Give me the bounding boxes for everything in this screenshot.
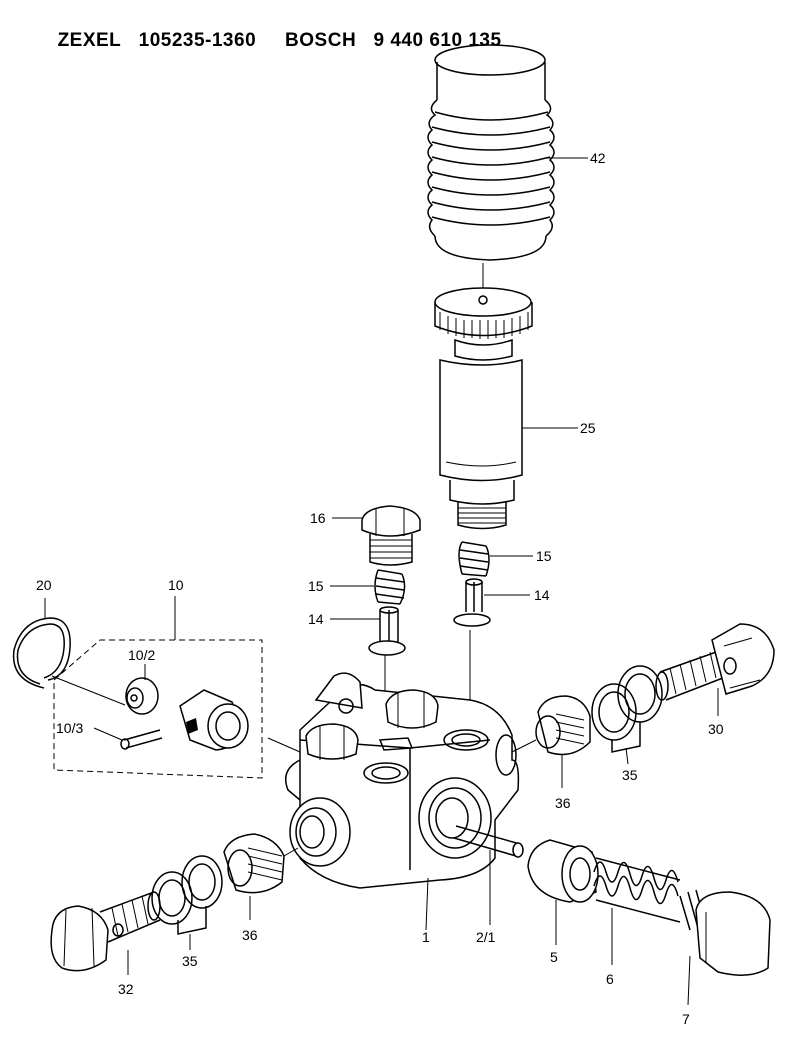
part-14-valve-right bbox=[453, 578, 491, 627]
callout-36b: 36 bbox=[242, 927, 258, 943]
callout-32: 32 bbox=[118, 981, 134, 997]
part-16-plug-screw bbox=[361, 505, 421, 566]
callout-10-3: 10/3 bbox=[56, 720, 83, 736]
part-5-sleeve bbox=[527, 839, 599, 903]
zexel-part-number: 105235-1360 bbox=[138, 30, 257, 51]
callout-10-2: 10/2 bbox=[128, 647, 155, 663]
part-15-spring-left bbox=[374, 569, 406, 605]
part-35-washers-left bbox=[151, 855, 223, 935]
part-42-bellows bbox=[427, 44, 555, 261]
callout-15a: 15 bbox=[308, 578, 324, 594]
callout-2-1: 2/1 bbox=[476, 929, 496, 945]
part-2-1-pin bbox=[453, 825, 524, 858]
callout-14b: 14 bbox=[534, 587, 550, 603]
callout-10: 10 bbox=[168, 577, 184, 593]
part-15-spring-right bbox=[458, 541, 490, 577]
part-25-primer-pump bbox=[434, 287, 533, 530]
part-10-piston-group bbox=[53, 596, 263, 779]
callout-1: 1 bbox=[422, 929, 430, 945]
brand-zexel: ZEXEL bbox=[57, 30, 122, 51]
callout-6: 6 bbox=[606, 971, 614, 987]
callout-16: 16 bbox=[310, 510, 326, 526]
part-7-plug bbox=[679, 889, 771, 976]
part-35-washers-right bbox=[591, 665, 663, 753]
part-32-banjo-bolt-left bbox=[50, 891, 161, 972]
callout-35b: 35 bbox=[182, 953, 198, 969]
part-14-valve-left bbox=[368, 606, 406, 656]
callout-5: 5 bbox=[550, 949, 558, 965]
part-30-banjo-bolt-right bbox=[655, 623, 775, 701]
callout-35a: 35 bbox=[622, 767, 638, 783]
callout-7: 7 bbox=[682, 1011, 690, 1027]
callout-30: 30 bbox=[708, 721, 724, 737]
part-6-spring bbox=[593, 857, 681, 923]
callout-36a: 36 bbox=[555, 795, 571, 811]
callout-42: 42 bbox=[590, 150, 606, 166]
part-1-pump-housing bbox=[285, 672, 520, 889]
brand-bosch: BOSCH bbox=[285, 30, 357, 51]
part-20-circlip bbox=[12, 617, 71, 689]
callout-15b: 15 bbox=[536, 548, 552, 564]
part-36-nut-right bbox=[535, 695, 591, 756]
callout-14a: 14 bbox=[308, 611, 324, 627]
callout-20: 20 bbox=[36, 577, 52, 593]
callout-25: 25 bbox=[580, 420, 596, 436]
part-36-nut-left bbox=[223, 833, 285, 894]
